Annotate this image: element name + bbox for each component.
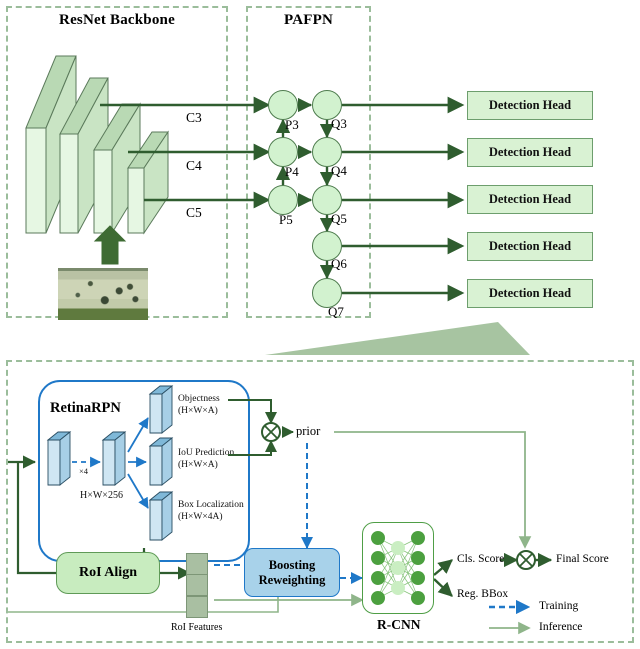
backbone-slab-2 [59, 77, 109, 234]
prior-label: prior [296, 424, 321, 438]
edge-objectness-to-prior [228, 399, 277, 424]
backbone-label-c5: C5 [186, 205, 202, 220]
panel-rcnn-stage [6, 360, 634, 643]
pafpn-label-q3: Q3 [331, 116, 347, 131]
input-image-thumbnail [58, 268, 148, 320]
backbone-slab-4 [127, 130, 169, 235]
rcnn-hidden-nodes [391, 541, 405, 595]
input-arrow [93, 225, 127, 265]
pafpn-node-p5 [268, 185, 298, 215]
backbone-slab-3 [93, 102, 141, 235]
pafpn-node-q4 [312, 137, 342, 167]
detection-head-3[interactable]: Detection Head [467, 185, 593, 214]
rpn-slab-iou [148, 437, 174, 486]
rpn-slab-input [46, 431, 72, 486]
rpn-branch-iou-shape: (H×W×A) [178, 460, 218, 470]
pafpn-label-q7: Q7 [328, 304, 344, 319]
edge-boosting-loop [8, 597, 279, 613]
prior-multiply-x2 [264, 425, 278, 439]
cls-score-label: Cls. Score [457, 553, 505, 565]
edge-iou-to-prior [228, 440, 277, 456]
retinarpn-title: RetinaRPN [50, 400, 121, 416]
rpn-branch-iou-name: IoU Prediction [178, 448, 235, 458]
legend-label-inference: Inference [539, 621, 583, 633]
legend-label-training: Training [539, 600, 579, 612]
panel-title-pafpn: PAFPN [283, 12, 334, 28]
detection-head-4[interactable]: Detection Head [467, 232, 593, 261]
panel-pafpn [246, 6, 371, 318]
pafpn-label-p4: P4 [285, 164, 299, 179]
roi-features-label: RoI Features [171, 622, 223, 633]
detection-head-2[interactable]: Detection Head [467, 138, 593, 167]
edge-to-boxloc [127, 473, 149, 509]
rpn-branch-objectness-name: Objectness [178, 394, 220, 404]
rpn-branch-boxloc-name: Box Localization [178, 500, 244, 510]
rpn-branch-boxloc-shape: (H×W×4A) [178, 512, 223, 522]
pafpn-label-q5: Q5 [331, 211, 347, 226]
wedge-connector [265, 322, 530, 355]
pafpn-node-q6 [312, 231, 342, 261]
pafpn-node-p4 [268, 137, 298, 167]
pafpn-node-p3 [268, 90, 298, 120]
edge-to-objectness [127, 417, 149, 453]
pafpn-label-q6: Q6 [331, 256, 347, 271]
rpn-slab-256 [101, 431, 127, 486]
pafpn-node-q5 [312, 185, 342, 215]
rpn-repeat-label: ×4 [79, 466, 89, 476]
roi-feature-3 [186, 596, 208, 618]
final-mult-x2 [519, 553, 533, 567]
backbone-label-c3: C3 [186, 110, 202, 125]
edge-rcnn-to-cls [433, 559, 453, 576]
reg-bbox-label: Reg. BBox [457, 588, 509, 600]
detection-head-1[interactable]: Detection Head [467, 91, 593, 120]
pafpn-node-q3 [312, 90, 342, 120]
boosting-reweighting-box[interactable]: Boosting Reweighting [244, 548, 340, 597]
rpn-slab-boxloc [148, 491, 174, 541]
roi-feature-2 [186, 574, 208, 596]
backbone-label-c4: C4 [186, 158, 202, 173]
roi-feature-1 [186, 553, 208, 575]
boosting-line-2: Reweighting [258, 572, 326, 587]
roi-align-box[interactable]: RoI Align [56, 552, 160, 594]
panel-title-backbone: ResNet Backbone [59, 12, 175, 28]
final-score-label: Final Score [556, 553, 609, 565]
rcnn-input-nodes [371, 531, 385, 605]
detection-head-5[interactable]: Detection Head [467, 279, 593, 308]
pafpn-node-q7 [312, 278, 342, 308]
rpn-feature-dim-label: H×W×256 [80, 490, 123, 501]
rcnn-label: R-CNN [377, 617, 421, 632]
rpn-slab-objectness [148, 385, 174, 434]
rpn-branch-objectness-shape: (H×W×A) [178, 406, 218, 416]
rcnn-output-nodes [411, 531, 425, 605]
pafpn-label-q4: Q4 [331, 163, 347, 178]
boosting-line-1: Boosting [268, 557, 316, 572]
pafpn-label-p3: P3 [285, 117, 299, 132]
edge-rcnn-to-reg [433, 578, 453, 597]
edge-prior-to-final [334, 431, 532, 549]
pafpn-label-p5: P5 [279, 212, 293, 227]
